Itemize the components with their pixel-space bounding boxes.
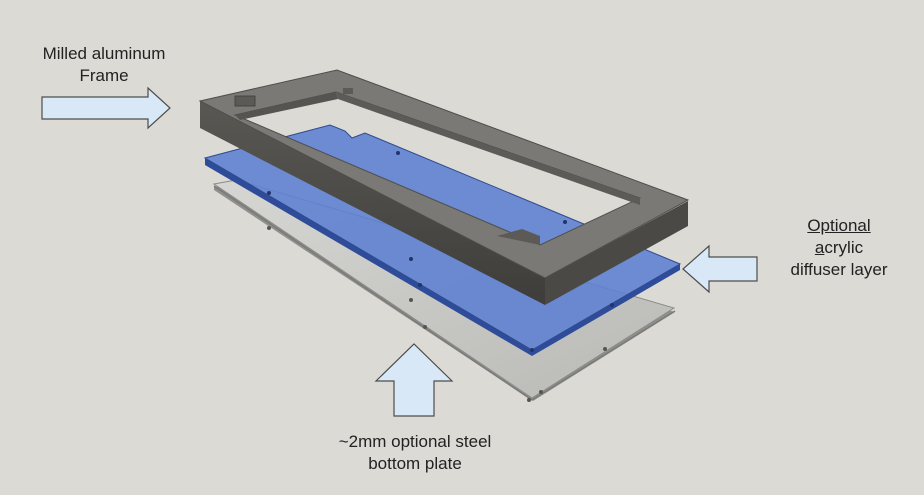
diffuser-label-line2: acrylic bbox=[780, 237, 898, 259]
frame-label-line2: Frame bbox=[79, 66, 129, 85]
diffuser-label-line1: Optional bbox=[807, 216, 871, 235]
aluminum-frame bbox=[198, 69, 690, 305]
diffuser-label-line2-rest: crylic bbox=[824, 238, 864, 257]
plate-label: ~2mm optional steel bottom plate bbox=[320, 431, 510, 475]
plate-label-line2: bottom plate bbox=[368, 454, 462, 473]
frame-label: Milled aluminum Frame bbox=[30, 43, 178, 87]
plate-arrow-icon bbox=[374, 343, 454, 417]
diffuser-label: Optional acrylic diffuser layer bbox=[780, 215, 898, 281]
diffuser-label-line3: diffuser layer bbox=[790, 260, 888, 279]
frame-label-line1: Milled aluminum bbox=[42, 44, 166, 63]
frame-arrow-icon bbox=[41, 86, 171, 130]
diffuser-arrow-icon bbox=[682, 244, 758, 294]
diffuser-label-line2-initial: a bbox=[814, 238, 825, 257]
plate-label-line1: ~2mm optional steel bbox=[338, 432, 492, 451]
